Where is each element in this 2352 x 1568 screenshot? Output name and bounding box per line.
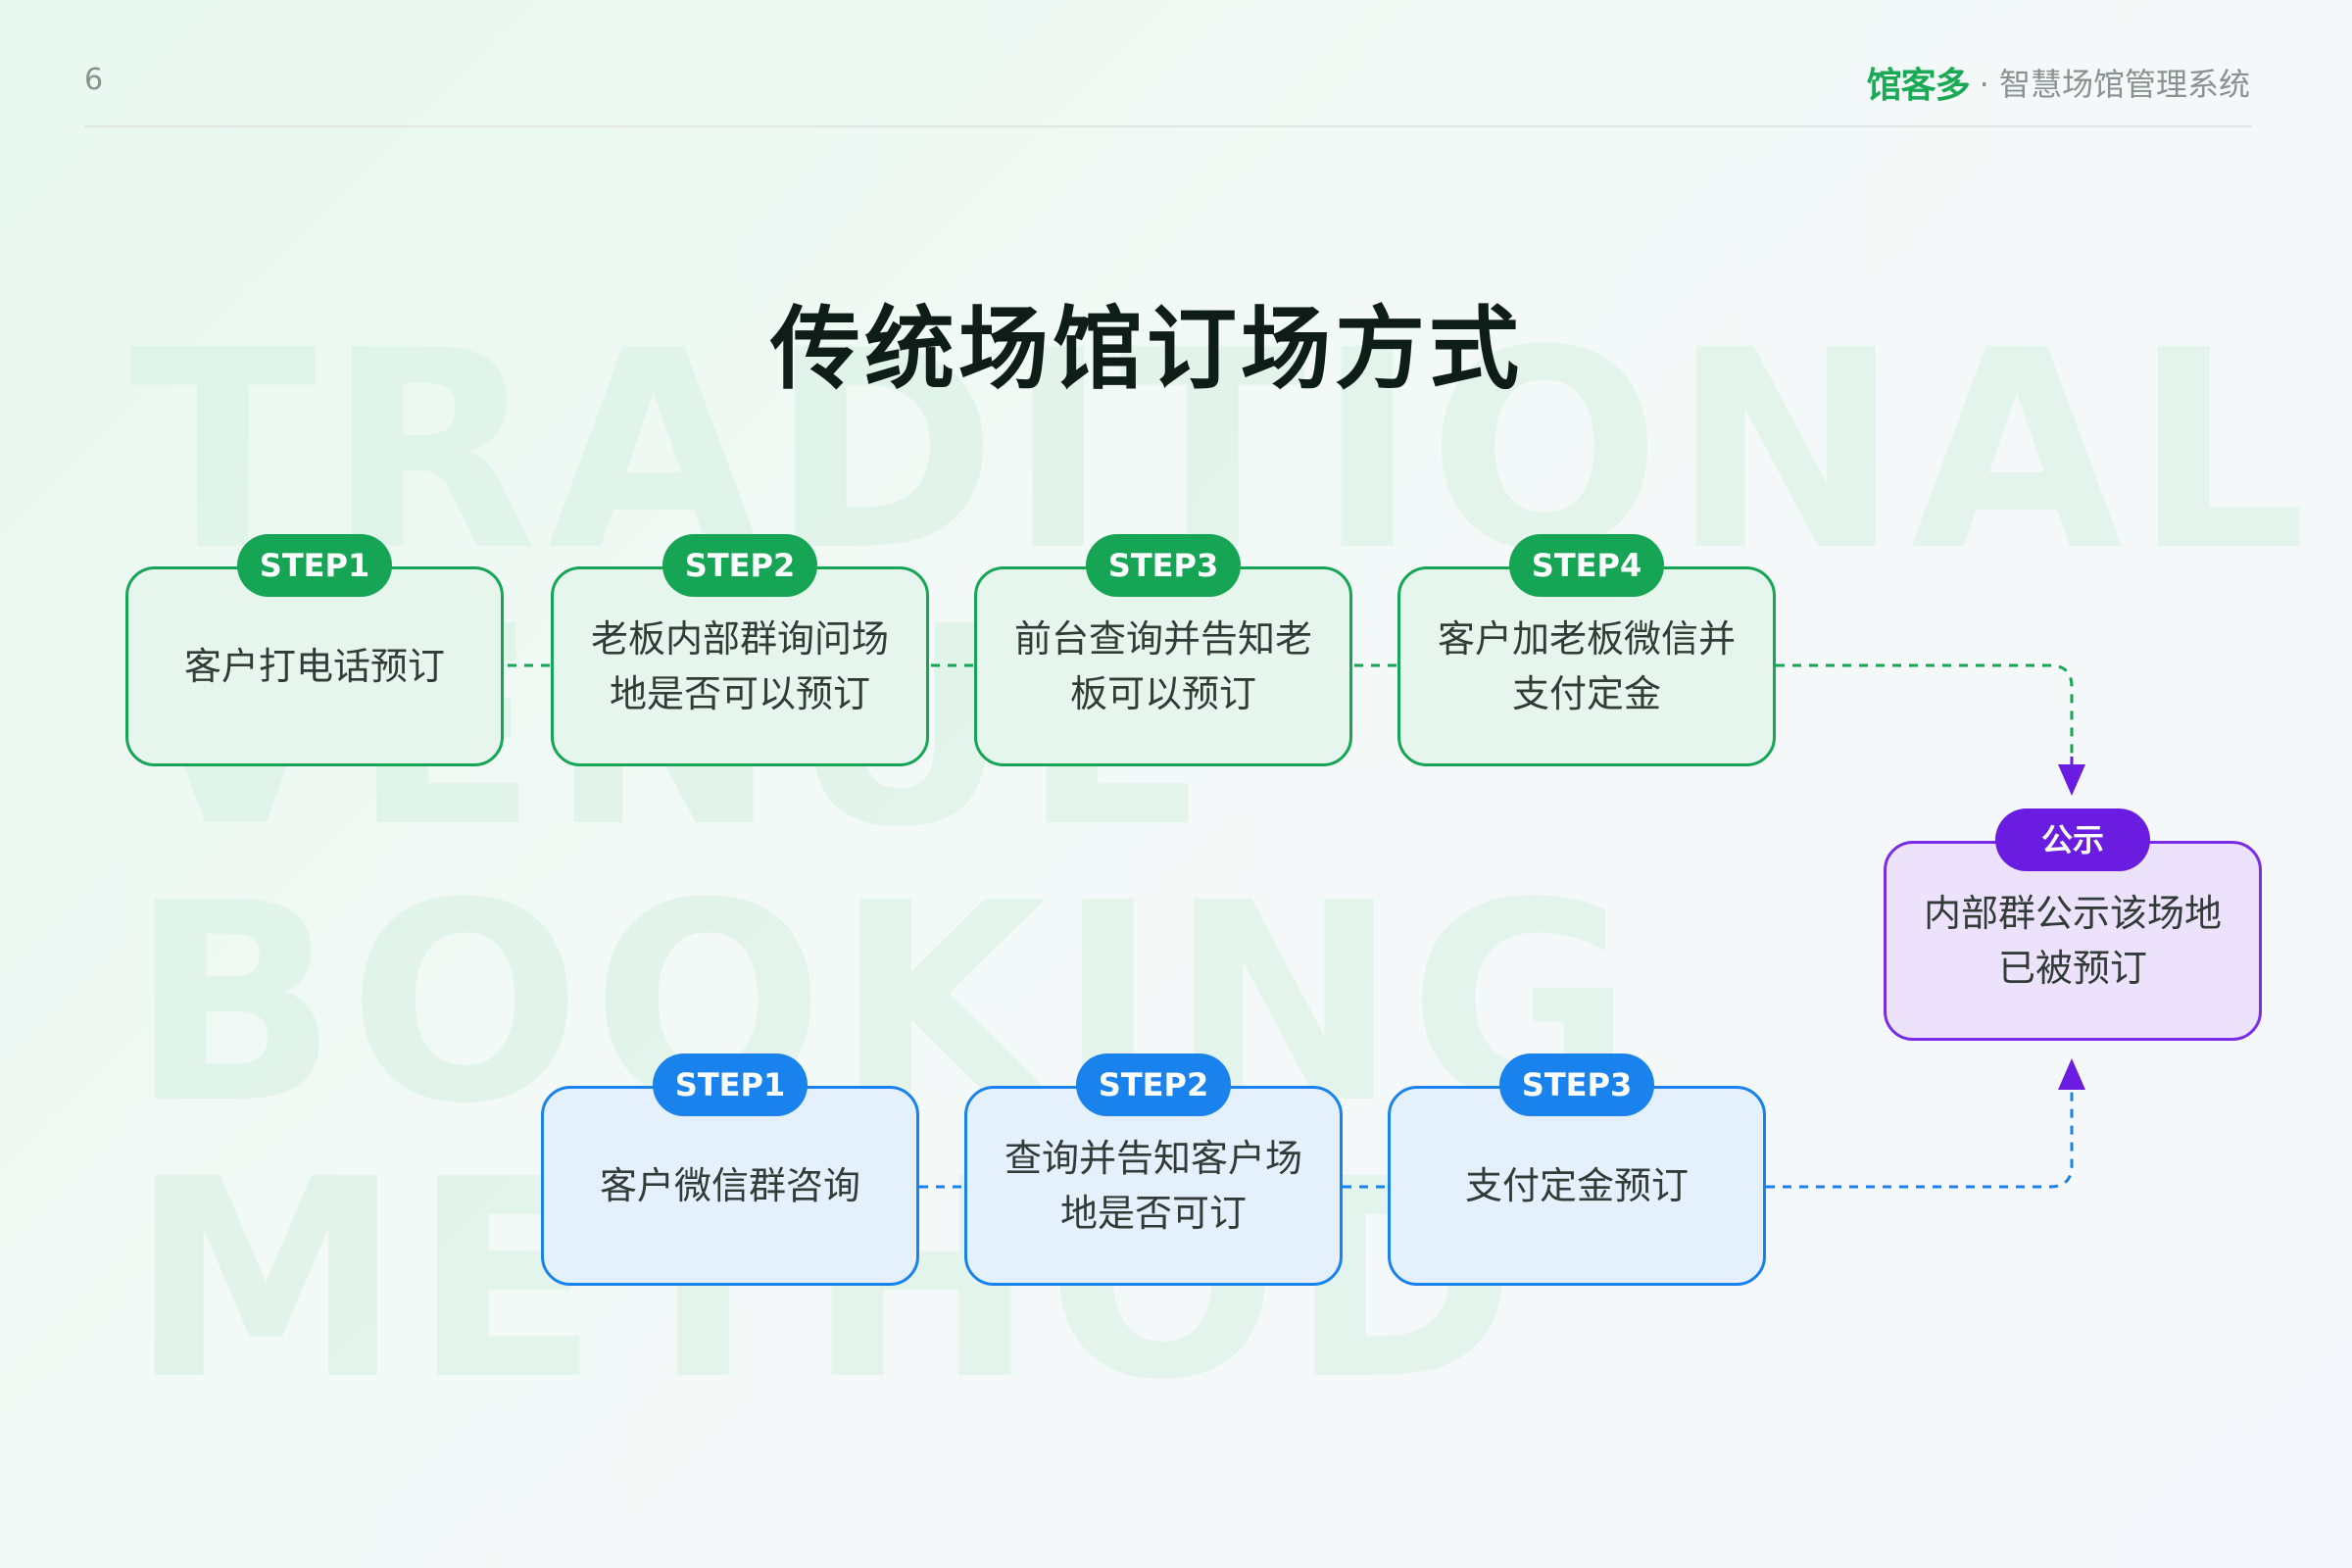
- connector-phone-to-result: [1776, 663, 2074, 757]
- phone-step-4: STEP4 客户加老板微信并支付定金: [1397, 534, 1776, 766]
- step-badge: STEP1: [237, 534, 392, 597]
- phone-step-1: STEP1 客户打电话预订: [125, 534, 504, 766]
- wechat-step-2: STEP2 查询并告知客户场地是否可订: [964, 1054, 1343, 1286]
- phone-step-3: STEP3 前台查询并告知老板可以预订: [974, 534, 1352, 766]
- result-badge: 公示: [1995, 808, 2150, 871]
- arrow-down-icon: [2058, 764, 2085, 796]
- step-text: 老板内部群询问场地是否可以预订: [590, 617, 889, 715]
- step-text: 客户微信群咨询: [599, 1164, 860, 1207]
- brand: 馆客多 · 智慧场馆管理系统: [1867, 57, 2250, 108]
- step-badge: STEP3: [1499, 1054, 1654, 1116]
- brand-logo: 馆客多: [1866, 66, 1971, 106]
- step-badge: STEP2: [662, 534, 817, 597]
- phone-step-2: STEP2 老板内部群询问场地是否可以预订: [551, 534, 929, 766]
- page-number: 6: [84, 63, 104, 97]
- step-text: 支付定金预订: [1464, 1164, 1689, 1207]
- arrow-up-icon: [2058, 1058, 2085, 1090]
- step-badge: STEP1: [653, 1054, 808, 1116]
- result-text: 内部群公示该场地已被预订: [1923, 892, 2222, 990]
- wechat-step-3: STEP3 支付定金预订: [1388, 1054, 1766, 1286]
- step-text: 客户加老板微信并支付定金: [1437, 617, 1736, 715]
- header-divider: [84, 125, 2252, 127]
- page-title: 传统场馆订场方式: [769, 297, 1523, 402]
- step-text: 查询并告知客户场地是否可订: [1004, 1137, 1302, 1235]
- brand-subtitle: · 智慧场馆管理系统: [1979, 66, 2250, 103]
- step-text: 前台查询并告知老板可以预订: [1013, 617, 1312, 715]
- step-badge: STEP2: [1076, 1054, 1231, 1116]
- step-badge: STEP4: [1509, 534, 1664, 597]
- connector-wechat-to-result: [1766, 1088, 2074, 1189]
- result-announcement: 公示 内部群公示该场地已被预订: [1884, 808, 2262, 1041]
- step-text: 客户打电话预订: [183, 645, 445, 688]
- wechat-step-1: STEP1 客户微信群咨询: [541, 1054, 919, 1286]
- step-badge: STEP3: [1086, 534, 1241, 597]
